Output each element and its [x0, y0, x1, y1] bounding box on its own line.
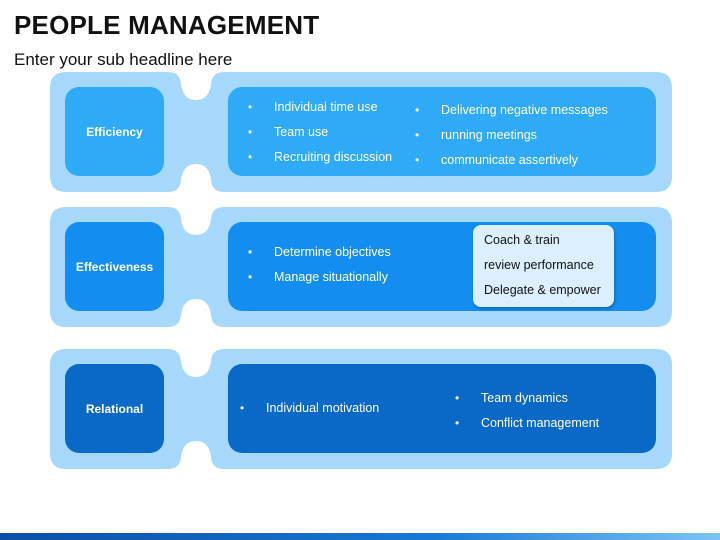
list-item: Determine objectives: [248, 243, 391, 268]
bullet-list-left: Individual time use Team use Recruiting …: [248, 98, 392, 173]
list-item: Conflict management: [455, 414, 599, 439]
row-relational: Relational Individual motivation Team dy…: [0, 349, 720, 469]
row-label: Efficiency: [65, 87, 164, 176]
highlight-item: review performance: [484, 258, 594, 272]
bullet-list-right: Delivering negative messages running mee…: [415, 101, 608, 176]
highlight-item: Coach & train: [484, 233, 560, 247]
list-item: Delivering negative messages: [415, 101, 608, 126]
list-item: Team dynamics: [455, 389, 599, 414]
bullet-list-left: Determine objectives Manage situationall…: [248, 243, 391, 293]
highlight-item: Delegate & empower: [484, 283, 601, 297]
highlight-box: Coach & train review performance Delegat…: [473, 225, 614, 307]
row-label: Relational: [65, 364, 164, 453]
list-item: Individual time use: [248, 98, 392, 123]
footer-bar: [0, 533, 720, 540]
list-item: communicate assertively: [415, 151, 608, 176]
row-efficiency: Efficiency Individual time use Team use …: [0, 72, 720, 192]
list-item: Individual motivation: [240, 399, 379, 424]
list-item: Manage situationally: [248, 268, 391, 293]
list-item: Team use: [248, 123, 392, 148]
list-item: running meetings: [415, 126, 608, 151]
page-subtitle: Enter your sub headline here: [14, 50, 233, 69]
list-item: Recruiting discussion: [248, 148, 392, 173]
bullet-list-left: Individual motivation: [240, 399, 379, 424]
bullet-list-right: Team dynamics Conflict management: [455, 389, 599, 439]
page-title: PEOPLE MANAGEMENT: [14, 10, 320, 40]
row-label: Effectiveness: [65, 222, 164, 311]
row-effectiveness: Effectiveness Determine objectives Manag…: [0, 207, 720, 327]
